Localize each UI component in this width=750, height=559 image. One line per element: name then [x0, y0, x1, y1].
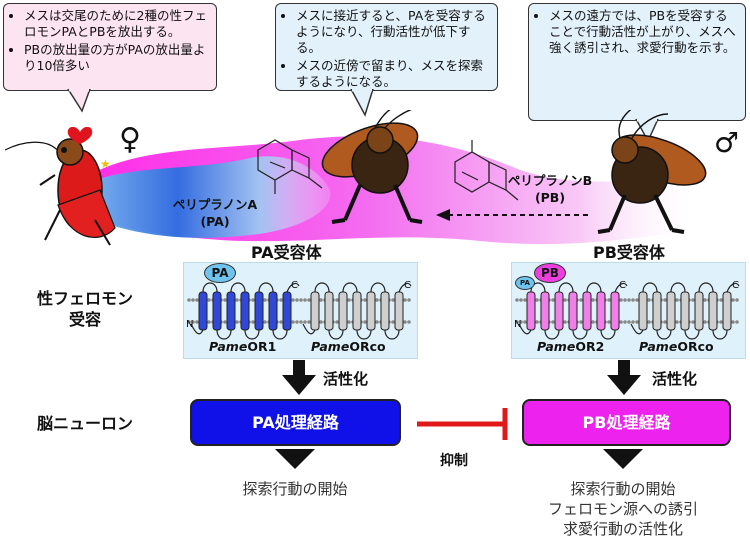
pb-activation-label: 活性化 [652, 370, 698, 388]
pa-pathway-label: PA処理経路 [252, 413, 339, 432]
pb-molecule-label: ペリプラノンB (PB) [495, 172, 605, 206]
row-label-reception-line1: 性フェロモン [36, 289, 133, 308]
male-cockroach-middle-icon [321, 110, 423, 224]
pa-c-term-label: C [291, 280, 298, 291]
female-symbol: ♀ [119, 122, 141, 157]
inhibition-label: 抑制 [440, 453, 468, 469]
pa-molecule-abbr: (PA) [200, 214, 230, 229]
callout-middle-tail [350, 89, 374, 117]
pb-gene-rest: OR2 [575, 339, 605, 354]
pa-activation-arrow [282, 360, 316, 395]
pa-ligand-text: PA [211, 266, 229, 280]
pb-c-term-label: C [619, 280, 626, 291]
pa-ligand-badge: PA [204, 263, 236, 283]
pb-small-ligand-badge: PA [515, 276, 535, 290]
pheromone-scene: ★ [4, 110, 707, 246]
pb-outcome: 探索行動の開始 フェロモン源への誘引 求愛行動の活性化 [518, 479, 728, 539]
pb-pathway-label: PB処理経路 [582, 413, 671, 432]
callout-middle-item-2: メスの近傍で留まり、メスを探索するようになる。 [296, 58, 491, 90]
inhibition-connector [417, 408, 508, 440]
pb-output-arrow [603, 449, 643, 469]
pa-activation-label: 活性化 [323, 370, 369, 388]
pb-activation-arrow [607, 360, 641, 395]
pb-receptor-title: PB受容体 [593, 243, 665, 262]
callout-middle: メスに接近すると、PAを受容するようになり、行動活性が低下する。 メスの近傍で留… [275, 3, 498, 91]
pa-receptor-helices [190, 282, 300, 340]
heart-icon [67, 126, 93, 144]
pb-orco-italic: Pame [639, 339, 678, 354]
pb-outcome-line-3: 求愛行動の活性化 [562, 520, 683, 538]
pb-dashed-arrowhead [436, 209, 450, 221]
pa-receptor-diagram [187, 282, 412, 340]
pb-receptor-helices [518, 282, 628, 340]
pa-orco-italic: Pame [311, 339, 350, 354]
male-cockroach-right-icon [597, 110, 707, 234]
pa-orco-rest: ORco [349, 339, 386, 354]
callout-male-tail [635, 119, 659, 143]
row-label-neuron: 脳ニューロン [36, 414, 133, 433]
pa-orco-label: PameORco [311, 339, 386, 354]
callout-male-item-1: メスの遠方では、PBを受容することで行動活性が上がり、メスへ強く誘引され、求愛行… [549, 8, 739, 56]
callout-female-item-2: PBの放出量の方がPAの放出量より10倍多い [24, 42, 210, 74]
pb-ligand-text: PB [541, 266, 559, 280]
pb-n-term-label: N [514, 319, 522, 330]
pb-molecule-abbr: (PB) [534, 190, 566, 205]
pa-n-term-label: N [186, 319, 194, 330]
row-label-reception-line2: 受容 [68, 310, 101, 329]
pb-gene-label: PameOR2 [537, 339, 604, 354]
pb-orco-helices [630, 282, 740, 340]
callout-female-item-1: メスは交尾のために2種の性フェロモンPAとPBを放出する。 [24, 8, 210, 40]
pb-ligand-badge: PB [534, 263, 566, 283]
row-label-reception: 性フェロモン 受容 [20, 288, 150, 330]
callout-female-tail [67, 89, 91, 113]
pb-outcome-line-1: 探索行動の開始 [570, 480, 676, 498]
pa-molecule-name: ペリプラノンA [172, 197, 258, 212]
pb-pathway-box: PB処理経路 [522, 399, 731, 446]
pa-molecule-icon [257, 139, 323, 194]
pb-gene-italic: Pame [537, 339, 576, 354]
callout-male: メスの遠方では、PBを受容することで行動活性が上がり、メスへ強く誘引され、求愛行… [528, 3, 746, 121]
pb-orco-rest: ORco [677, 339, 714, 354]
pa-receptor-title: PA受容体 [251, 243, 322, 262]
pa-outcome: 探索行動の開始 [205, 479, 385, 499]
pb-receptor-diagram [515, 282, 740, 340]
pb-molecule-icon [454, 140, 519, 201]
callout-middle-item-1: メスに接近すると、PAを受容するようになり、行動活性が低下する。 [296, 8, 491, 56]
pb-small-ligand-text: PA [520, 279, 530, 287]
pa-plume [95, 156, 331, 238]
pb-orco-label: PameORco [639, 339, 714, 354]
pb-co-c-term-label: C [732, 280, 739, 291]
callout-female: メスは交尾のために2種の性フェロモンPAとPBを放出する。 PBの放出量の方がP… [3, 3, 217, 91]
pa-output-arrow [275, 449, 315, 469]
pa-gene-rest: OR1 [247, 339, 277, 354]
pb-molecule-name: ペリプラノンB [507, 173, 593, 188]
pa-co-c-term-label: C [404, 280, 411, 291]
star-icon: ★ [100, 157, 111, 171]
male-symbol: ♂ [714, 126, 740, 159]
female-cockroach-icon [39, 138, 116, 246]
pa-pathway-box: PA処理経路 [190, 399, 401, 446]
pa-orco-helices [302, 282, 412, 340]
pa-outcome-line-1: 探索行動の開始 [242, 480, 348, 498]
pb-outcome-line-2: フェロモン源への誘引 [547, 500, 698, 518]
pa-molecule-label: ペリプラノンA (PA) [160, 196, 270, 230]
pa-gene-italic: Pame [209, 339, 248, 354]
pa-gene-label: PameOR1 [209, 339, 276, 354]
